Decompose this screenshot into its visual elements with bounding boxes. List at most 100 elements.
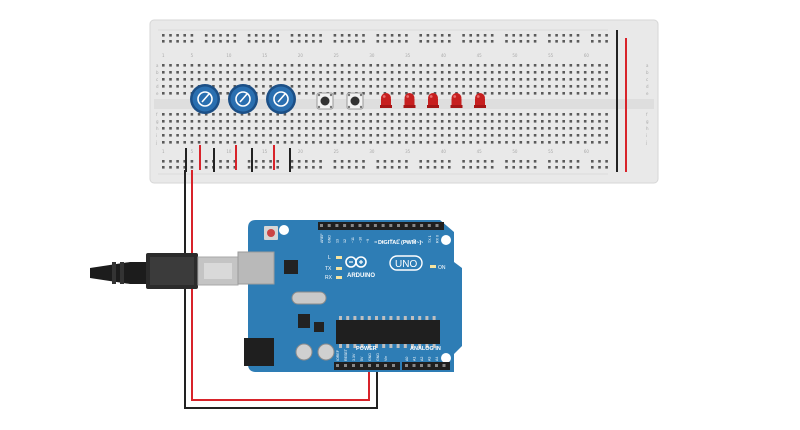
led[interactable]	[450, 93, 463, 108]
breadboard-hole	[169, 134, 172, 137]
breadboard-hole	[605, 71, 608, 74]
breadboard-hole	[462, 166, 465, 169]
breadboard-hole	[576, 78, 580, 81]
led[interactable]	[380, 93, 392, 108]
potentiometer-2[interactable]	[228, 84, 258, 114]
header-pin[interactable]	[373, 224, 377, 227]
led[interactable]	[427, 93, 439, 108]
header-pin[interactable]	[412, 364, 416, 367]
breadboard-hole	[347, 40, 351, 43]
breadboard-hole	[219, 64, 222, 67]
breadboard-hole	[433, 71, 437, 74]
breadboard-hole	[569, 127, 573, 130]
header-pin[interactable]	[344, 364, 347, 367]
breadboard-hole	[212, 141, 215, 144]
breadboard-hole	[362, 92, 365, 95]
analog-header	[402, 362, 450, 370]
breadboard-hole	[176, 92, 179, 95]
header-pin[interactable]	[412, 224, 416, 227]
breadboard-hole	[555, 64, 558, 67]
header-pin[interactable]	[336, 364, 339, 367]
breadboard-hole	[526, 113, 530, 116]
header-pin[interactable]	[427, 224, 431, 227]
breadboard-hole	[319, 34, 322, 37]
header-pin[interactable]	[427, 364, 431, 367]
breadboard-hole	[583, 141, 587, 144]
header-pin[interactable]	[404, 224, 408, 227]
header-pin[interactable]	[352, 364, 355, 367]
arduino-uno[interactable]: L TX RX ON ARDUINO UNO DIGITAL (PWM~) PO…	[237, 220, 462, 372]
header-pin[interactable]	[350, 224, 354, 227]
breadboard-hole	[340, 127, 344, 130]
breadboard-hole	[197, 141, 201, 144]
breadboard-hole	[462, 64, 465, 67]
breadboard-hole	[483, 78, 487, 81]
breadboard-hole	[548, 34, 551, 37]
header-pin[interactable]	[392, 364, 395, 367]
breadboard-hole	[312, 166, 315, 169]
breadboard-hole	[419, 134, 422, 137]
breadboard-hole	[262, 120, 265, 123]
header-pin[interactable]	[435, 224, 439, 227]
breadboard-hole	[247, 160, 251, 163]
breadboard-hole	[591, 127, 594, 130]
breadboard-hole	[533, 78, 537, 81]
header-pin[interactable]	[368, 364, 371, 367]
header-pin[interactable]	[366, 224, 370, 227]
pushbutton-1[interactable]	[316, 92, 334, 110]
breadboard-hole	[555, 127, 558, 130]
led[interactable]	[403, 93, 416, 108]
breadboard-hole	[440, 134, 444, 137]
header-pin[interactable]	[376, 364, 379, 367]
header-pin[interactable]	[320, 224, 323, 227]
header-pin[interactable]	[343, 224, 347, 227]
usb-cable[interactable]	[90, 253, 239, 289]
breadboard-hole	[312, 92, 315, 95]
header-pin[interactable]	[442, 364, 446, 367]
potentiometer-1[interactable]	[190, 84, 220, 114]
breadboard-hole	[562, 160, 565, 163]
header-pin[interactable]	[335, 224, 339, 227]
breadboard-hole	[247, 78, 251, 81]
header-pin[interactable]	[420, 364, 423, 367]
breadboard-hole	[483, 134, 487, 137]
header-pin[interactable]	[381, 224, 385, 227]
header-pin[interactable]	[420, 224, 424, 227]
breadboard-hole	[297, 141, 301, 144]
header-pin[interactable]	[358, 224, 362, 227]
breadboard-hole	[347, 113, 351, 116]
potentiometer-3[interactable]	[266, 84, 296, 114]
chip-pin	[432, 344, 436, 348]
breadboard-hole	[519, 141, 523, 144]
breadboard-hole	[269, 113, 272, 116]
breadboard-hole	[541, 127, 544, 130]
header-pin[interactable]	[327, 224, 331, 227]
breadboard-hole	[305, 160, 308, 163]
chip-pin	[411, 316, 414, 320]
header-pin[interactable]	[435, 364, 438, 367]
breadboard-hole	[448, 166, 451, 169]
power-jack	[244, 338, 274, 366]
breadboard-hole	[569, 34, 573, 37]
breadboard-hole	[505, 85, 508, 88]
breadboard-hole	[426, 64, 430, 67]
breadboard-hole	[440, 85, 444, 88]
breadboard-hole	[276, 127, 279, 130]
breadboard-hole	[176, 127, 179, 130]
led[interactable]	[474, 93, 486, 108]
pushbutton-2[interactable]	[346, 92, 364, 110]
breadboard-hole	[190, 166, 194, 169]
header-pin[interactable]	[389, 224, 393, 227]
header-pin[interactable]	[405, 364, 408, 367]
header-pin[interactable]	[360, 364, 363, 367]
breadboard-hole	[541, 64, 544, 67]
pin-label: ~5	[397, 239, 401, 243]
breadboard-hole	[362, 127, 365, 130]
header-pin[interactable]	[397, 224, 400, 227]
breadboard-hole	[262, 141, 265, 144]
header-pin[interactable]	[384, 364, 387, 367]
breadboard-hole	[226, 113, 229, 116]
breadboard-hole	[490, 78, 494, 81]
breadboard-hole	[555, 166, 558, 169]
